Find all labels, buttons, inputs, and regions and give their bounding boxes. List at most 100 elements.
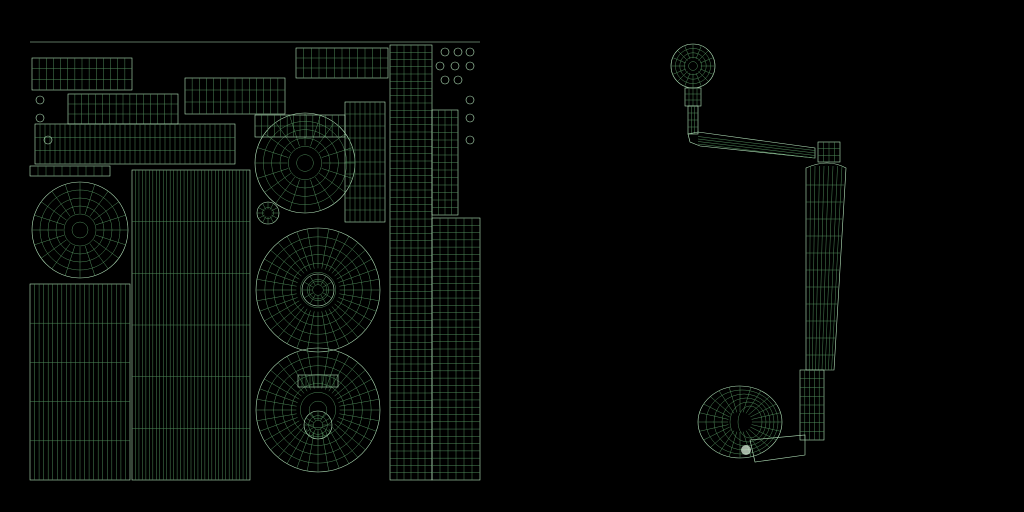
uv-wheel-spoke [296,430,311,469]
uv-wheel-spoke [336,420,372,442]
crank-arm-line [697,141,816,156]
uv-small-disc-spoke [269,203,274,210]
uv-hub-spoke [320,412,326,421]
uv-small-disc-spoke [258,207,265,212]
knob-sphere-icon [688,61,698,71]
uv-hub-spoke [322,417,331,423]
uv-hub-spoke [320,294,327,304]
uv-hub-spoke [304,281,314,288]
uv-wheel-spoke [296,351,311,390]
uv-sphere-spoke [315,122,335,149]
uv-wheel-spoke [328,428,350,464]
uv-wheel-spoke [256,413,297,422]
wheel-spoke [745,430,762,454]
uv-wheel-spoke [306,348,315,389]
uv-wheel-spoke [334,303,366,331]
uv-knob-sphere-spoke [95,234,126,246]
jack-tube-line [812,165,816,371]
uv-wheel-spoke [339,293,380,302]
knob-sphere-icon-spoke [700,57,714,64]
uv-wheel-spoke [334,249,366,277]
model-wireframe-panel [670,43,847,463]
jack-tube-line [828,165,838,371]
uv-wheel [291,383,345,437]
uv-wheel-spoke [259,388,298,403]
uv-wheel-spoke [331,306,359,338]
uv-hub-spoke [310,412,316,421]
knob-sphere-icon-spoke [677,71,688,82]
uv-knob-sphere-spoke [41,239,67,259]
jack-tube-line [824,165,834,371]
wheel-spoke [699,424,729,432]
uv-knob-sphere [71,221,89,239]
uv-wheel-spoke [256,293,297,302]
uv-bolt-circle [35,95,45,105]
knob-sphere-icon-spoke [684,73,691,87]
uv-knob-sphere [63,213,97,247]
uv-wheel-spoke [339,413,380,422]
wheel-spoke [750,403,777,418]
uv-sphere [288,146,322,180]
uv-knob-sphere-spoke [34,234,65,246]
uv-wheel-spoke [264,420,300,442]
uv-wheel-spoke [338,297,377,312]
uv-small-disc-spoke [258,214,265,219]
wheel-spoke [710,428,732,448]
uv-knob-sphere-spoke [84,184,96,215]
knob-sphere-icon-spoke [695,45,702,59]
jack-tube-line [815,165,820,371]
uv-wheel-spoke [264,258,300,280]
uv-small-disc-spoke [271,207,278,212]
uv-wheel-spoke [325,351,340,390]
uv-wheel-spoke [270,249,302,277]
uv-wheel-spoke [331,426,359,458]
wheel-spoke [742,387,752,413]
uv-wheel-spoke [338,417,377,432]
uv-sphere-spoke [315,177,335,204]
uv-wheel-spoke [331,242,359,274]
wheel-spoke [703,403,730,418]
uv-wheel-spoke [264,300,300,322]
uv-sphere-spoke [289,179,300,211]
jack-tube-line [818,165,825,371]
uv-small-disc-spoke [271,214,278,219]
wheel-spoke [728,387,738,413]
uv-hub-spoke [310,429,316,438]
uv-bolt-circle [465,113,475,123]
wheel-spoke [748,428,770,448]
uv-bolt-circle [450,61,460,71]
uv-hub-spoke [309,276,316,286]
uv-wheel [291,263,345,317]
uv-sphere-spoke [319,173,346,193]
uv-wheel-spoke [259,417,298,432]
uv-hub-spoke [322,281,332,288]
uv-wheel-spoke [277,306,305,338]
uv-wheel-spoke [321,228,330,269]
uv-hub-spoke [322,427,331,433]
knob-sphere-icon-spoke [700,68,714,75]
uv-sphere-spoke [257,168,289,179]
crank-arm-line [697,136,816,151]
uv-bolt-circle [453,75,463,85]
knob-sphere-icon-spoke [698,50,709,61]
uv-wheel [300,272,336,308]
knob-sphere-icon-spoke [672,68,686,75]
uv-wheel-spoke [277,362,305,394]
uv-bolt-circle [440,47,450,57]
uv-wheel-spoke [259,268,298,283]
uv-knob-sphere-spoke [64,184,76,215]
uv-knob-sphere-spoke [89,243,109,269]
uv-wheel-spoke [325,231,340,270]
uv-sphere-spoke [310,115,321,147]
uv-wheel-spoke [306,311,315,352]
knob-sphere-icon-spoke [684,45,691,59]
uv-wheel-spoke [286,428,308,464]
uv-wheel-spoke [256,398,297,407]
uv-small-disc-spoke [262,216,267,223]
uv-sphere-spoke [257,147,289,158]
uv-layout-panel [29,41,481,481]
crank-arm-line [697,138,816,154]
uv-wheel-spoke [286,308,308,344]
uv-hub-spoke [309,294,316,304]
uv-wheel-spoke [325,430,340,469]
